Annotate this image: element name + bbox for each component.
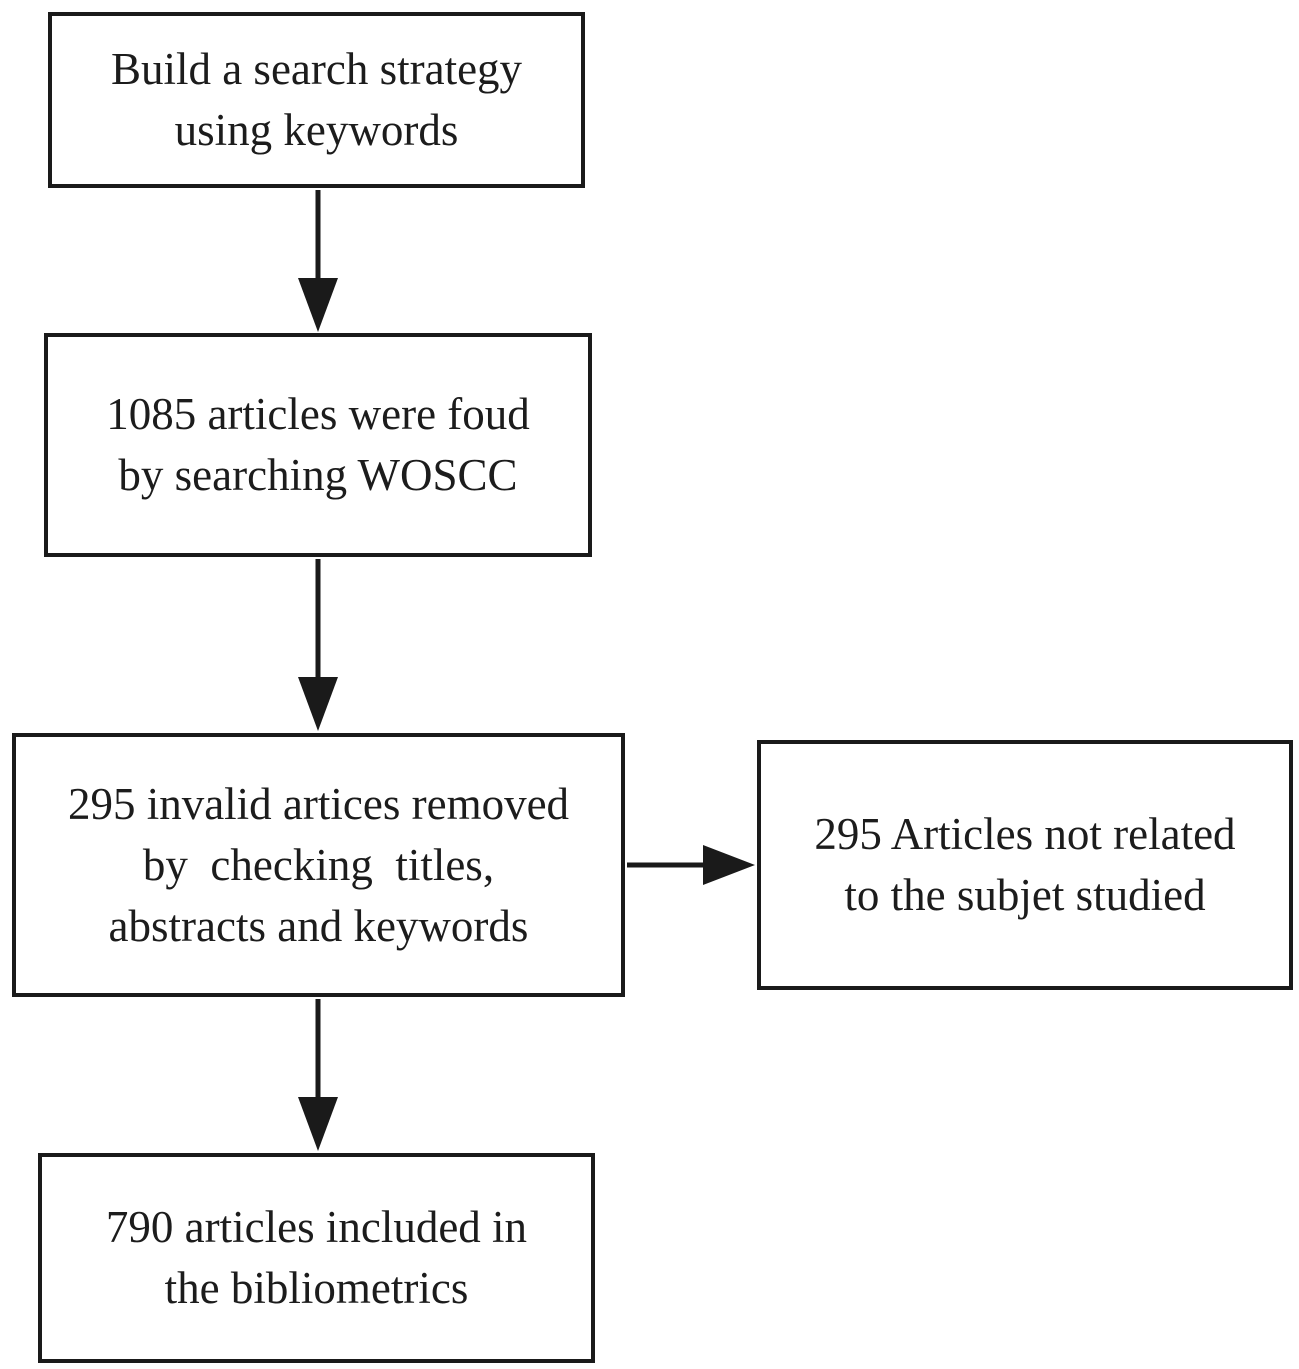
flow-node-text-line: 1085 articles were foud <box>106 389 530 439</box>
flow-node-included: 790 articles included in the bibliometri… <box>38 1153 595 1363</box>
flow-node-articles-found: 1085 articles were foud by searching WOS… <box>44 333 592 557</box>
flow-node-text-line: the bibliometrics <box>164 1263 469 1313</box>
arrow-invalid-to-unrelated <box>627 845 755 885</box>
flow-node-text-line: using keywords <box>174 105 459 155</box>
flow-node-text-line: abstracts and keywords <box>108 900 529 951</box>
arrow-invalid-to-included <box>298 999 338 1151</box>
flow-node-text-line: to the subjet studied <box>844 870 1206 920</box>
flow-node-text-line: 295 Articles not related <box>814 809 1236 859</box>
arrow-found-to-invalid <box>298 559 338 731</box>
flow-node-not-related: 295 Articles not related to the subjet s… <box>757 740 1293 990</box>
flow-node-text-line: 295 invalid artices removed <box>67 778 570 829</box>
flow-node-text-line: by searching WOSCC <box>118 450 518 500</box>
arrow-build-to-found <box>298 190 338 332</box>
flow-node-build-strategy: Build a search strategy using keywords <box>48 12 585 188</box>
flow-node-text-line: Build a search strategy <box>110 44 523 94</box>
flow-node-invalid-removed: 295 invalid artices removed by checking … <box>12 733 625 997</box>
flow-node-text-line: 790 articles included in <box>105 1202 528 1252</box>
flow-node-text-line: by checking titles, <box>142 839 495 890</box>
